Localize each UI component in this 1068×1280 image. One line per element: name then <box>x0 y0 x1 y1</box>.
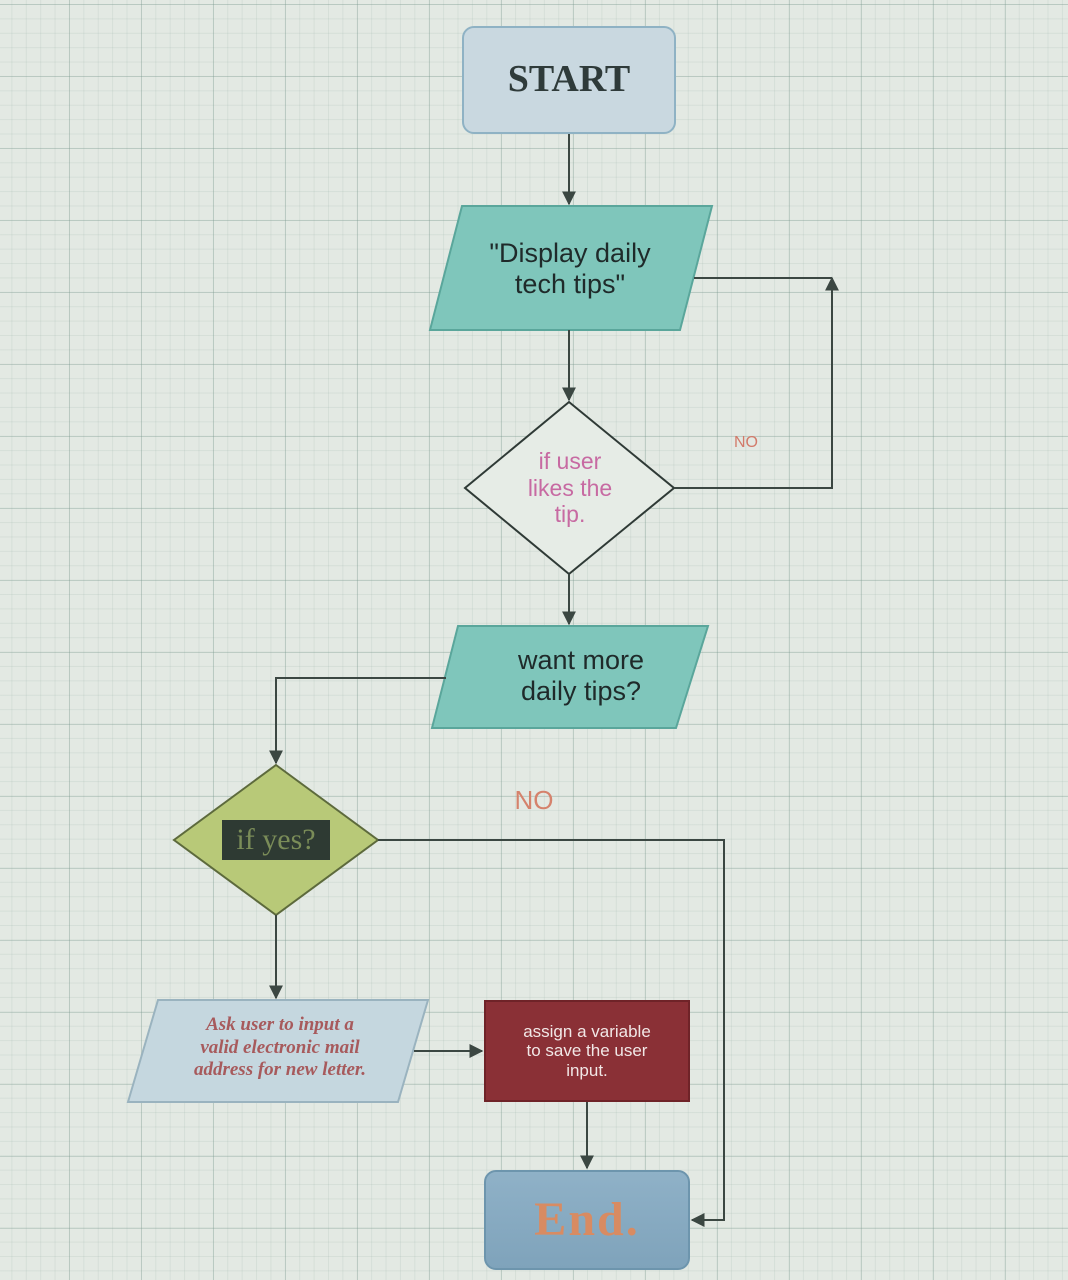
ask-email-parallelogram[interactable] <box>126 999 430 1103</box>
no-branch-label-1: NO <box>734 433 758 451</box>
end-terminal[interactable]: End. <box>484 1170 690 1270</box>
likes-tip-label: if user likes the tip. <box>527 448 613 528</box>
no-branch-label-2: NO <box>514 785 554 816</box>
assign-variable-label: assign a variable to save the user input… <box>523 1021 651 1080</box>
assign-variable-process[interactable]: assign a variable to save the user input… <box>484 1000 690 1102</box>
start-label: START <box>507 58 631 101</box>
display-tips-parallelogram[interactable] <box>428 205 714 331</box>
start-terminal[interactable]: START <box>462 26 676 134</box>
want-more-parallelogram[interactable] <box>430 625 710 729</box>
end-label: End. <box>534 1193 640 1247</box>
connector-no-to-end <box>378 839 725 1227</box>
ask-email-label: Ask user to input a valid electronic mai… <box>193 1013 367 1081</box>
connector-wantmore-to-ifyes <box>269 677 446 765</box>
display-tips-label: "Display daily tech tips" <box>489 237 651 299</box>
connector-no-loop-back <box>674 276 839 489</box>
want-more-label: want more daily tips? <box>517 644 645 706</box>
if-yes-label: if yes? <box>222 820 330 860</box>
